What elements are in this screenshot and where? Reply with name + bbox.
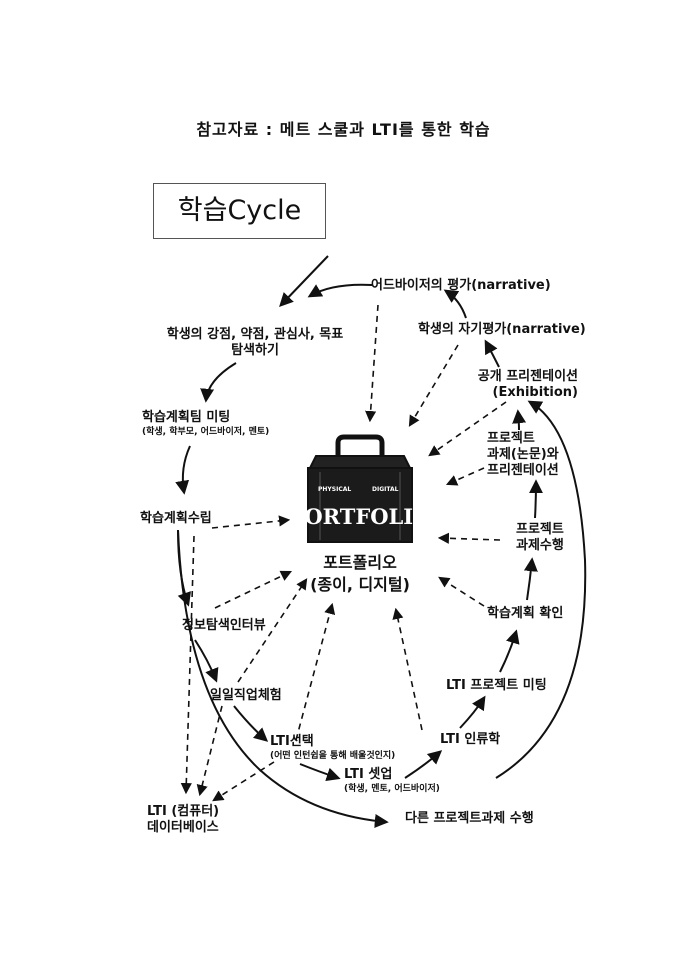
node-self-eval: 학생의 자기평가(narrative) <box>418 322 586 337</box>
node-project-execution-line2: 과제수행 <box>516 538 564 553</box>
dash-present-to-portfolio <box>445 467 485 486</box>
node-team-meeting: 학습계획팀 미팅 (학생, 학부모, 어드바이저, 멘토) <box>142 410 269 438</box>
node-project-presentation-line2: 과제(논문)와 <box>487 447 559 462</box>
node-lti-database-line2: 데이터베이스 <box>147 820 219 835</box>
dashed-arrows <box>180 304 507 802</box>
portfolio-small-left: PHYSICAL <box>318 486 351 493</box>
portfolio-small-right: DIGITAL <box>372 486 399 493</box>
arrow-oneday-to-ltiselect <box>233 705 269 742</box>
dash-ltiselect-to-portfolio <box>295 602 336 741</box>
dash-info-to-portfolio <box>214 570 293 609</box>
dash-advisor-to-portfolio <box>365 304 379 423</box>
arrow-meeting-to-confirm <box>499 629 520 673</box>
node-project-presentation-line1: 프로젝트 <box>487 431 535 446</box>
node-lti-database-line1: LTI (컴퓨터) <box>147 804 220 819</box>
node-team-meeting-sub: (학생, 학부모, 어드바이저, 멘토) <box>142 427 270 437</box>
arrow-advisor-to-strengths <box>307 283 373 298</box>
arrow-cycle-to-strengths <box>279 255 329 308</box>
dash-ltiselect-to-db <box>212 761 275 802</box>
node-exhibition-line2: (Exhibition) <box>492 385 578 400</box>
node-lti-database: LTI (컴퓨터) 데이터베이스 <box>147 804 219 836</box>
arrow-setup-to-interview <box>404 750 443 779</box>
portfolio-briefcase-icon: PHYSICAL DIGITAL PORTFOLIO <box>289 434 432 543</box>
arrow-interview-to-meeting <box>459 695 486 729</box>
dash-exhibition-to-portfolio <box>428 401 507 457</box>
arrow-info-to-oneday <box>194 639 219 683</box>
node-lti-interview: LTI 인류학 <box>440 732 501 747</box>
arrow-plan-to-other <box>177 529 389 828</box>
arrow-present-to-exhibition <box>512 409 527 431</box>
arrow-team-to-plan <box>175 445 191 495</box>
arrow-strengths-to-team <box>200 362 237 403</box>
node-lti-select-sub: (어떤 인턴쉽을 통해 배울것인지) <box>270 751 396 761</box>
node-project-presentation-line3: 프리젠테이션 <box>487 463 559 478</box>
solid-arrows <box>175 255 587 828</box>
dash-plan-to-db <box>180 535 195 795</box>
node-advisor-eval: 어드바이저의 평가(narrative) <box>371 278 551 293</box>
node-plan-setup: 학습계획수립 <box>140 511 212 526</box>
node-lti-select: LTI선택 (어떤 인턴쉽을 통해 배울것인지) <box>270 734 395 762</box>
dash-confirm-to-portfolio <box>438 576 485 607</box>
arrow-exec-to-present <box>528 479 543 519</box>
cycle-title-box: 학습Cycle <box>153 183 326 239</box>
node-exhibition-line1: 공개 프리젠테이션 <box>477 369 578 384</box>
arrow-ltiselect-to-setup <box>299 763 341 782</box>
arrow-self-to-advisor <box>443 289 467 319</box>
node-project-presentation: 프로젝트 과제(논문)와 프리젠테이션 <box>487 431 559 479</box>
node-info-interview: 정보탐색인터뷰 <box>182 618 266 633</box>
dash-exec-to-portfolio <box>437 532 501 544</box>
node-project-execution-line1: 프로젝트 <box>516 522 564 537</box>
portfolio-caption-line1: 포트폴리오 <box>323 553 397 572</box>
node-lti-select-title: LTI선택 <box>270 734 314 749</box>
node-plan-confirm: 학습계획 확인 <box>487 606 564 621</box>
portfolio-caption: 포트폴리오 (종이, 디지털) <box>280 552 440 596</box>
node-exhibition: 공개 프리젠테이션 (Exhibition) <box>474 369 578 401</box>
node-other-project: 다른 프로젝트과제 수행 <box>405 811 534 826</box>
node-project-execution: 프로젝트 과제수행 <box>516 522 564 554</box>
arrow-exhibition-to-self <box>484 339 500 368</box>
node-lti-setup-title: LTI 셋업 <box>344 767 393 782</box>
dash-oneday-to-portfolio <box>237 578 308 683</box>
node-lti-project-meeting: LTI 프로젝트 미팅 <box>446 678 547 693</box>
portfolio-caption-line2: (종이, 디지털) <box>310 575 410 594</box>
node-strengths-line2: 탐색하기 <box>231 343 279 358</box>
dash-self-to-portfolio <box>408 344 459 427</box>
node-strengths-line1: 학생의 강점, 약점, 관심사, 목표 <box>166 327 344 342</box>
page-title: 참고자료 : 메트 스쿨과 LTI를 통한 학습 <box>196 120 491 139</box>
node-team-meeting-title: 학습계획팀 미팅 <box>142 410 231 425</box>
arrow-confirm-to-exec <box>523 557 538 601</box>
node-one-day-job: 일일직업체험 <box>210 688 282 703</box>
arrow-other-to-exhibition <box>495 400 587 779</box>
dash-oneday-to-db <box>196 705 223 797</box>
dash-interview-to-portfolio <box>392 607 423 731</box>
node-lti-setup: LTI 셋업 (학생, 멘토, 어드바이저) <box>344 767 440 795</box>
dash-plan-to-portfolio <box>211 515 291 529</box>
node-lti-setup-sub: (학생, 멘토, 어드바이저) <box>344 784 440 794</box>
portfolio-box-text: PORTFOLIO <box>289 504 432 529</box>
node-strengths: 학생의 강점, 약점, 관심사, 목표 탐색하기 <box>160 327 350 359</box>
